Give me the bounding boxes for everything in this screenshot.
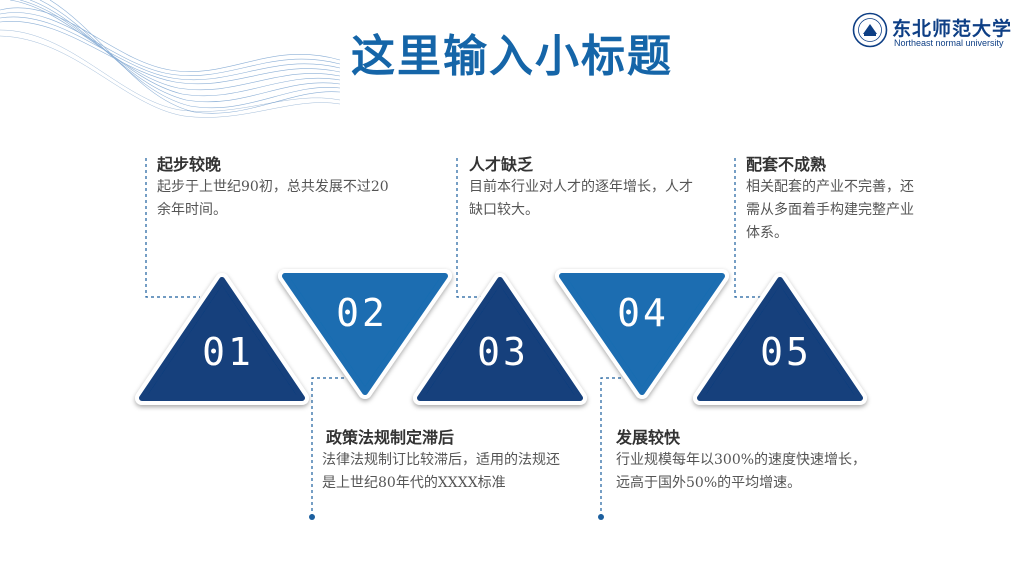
step-05-text: 配套不成熟 相关配套的产业不完善，还需从多面着手构建完整产业体系。 [746, 154, 946, 245]
decorative-wave [0, 0, 341, 118]
step-01-triangle [135, 273, 309, 405]
step-02-description: 法律法规制订比较滞后，适用的法规还是上世纪80年代的XXXX标准 [322, 452, 560, 491]
connector-03 [456, 158, 484, 298]
university-name: 东北师范大学 [892, 18, 1013, 40]
connector-01 [145, 158, 200, 298]
connector-05 [734, 158, 764, 298]
step-05-triangle [693, 273, 867, 405]
step-04-triangle [555, 269, 729, 399]
step-05-number: 05 [760, 330, 812, 374]
step-04-text: 发展较快 行业规模每年以300%的速度快速增长，远高于国外50%的平均增速。 [616, 427, 896, 495]
step-03-text: 人才缺乏 目前本行业对人才的逐年增长，人才缺口较大。 [469, 154, 709, 222]
step-03-number: 03 [477, 330, 529, 374]
step-05-description: 相关配套的产业不完善，还需从多面着手构建完整产业体系。 [746, 179, 914, 241]
step-02-number: 02 [336, 291, 388, 335]
step-02-title: 政策法规制定滞后 [326, 428, 455, 447]
step-01-text: 起步较晚 起步于上世纪90初，总共发展不过20余年时间。 [157, 154, 407, 222]
university-logo: 东北师范大学 Northeast normal university [852, 8, 1022, 48]
step-04-description: 行业规模每年以300%的速度快速增长，远高于国外50%的平均增速。 [616, 452, 867, 491]
university-name-english: Northeast normal university [894, 38, 1004, 48]
connector-dots [309, 514, 604, 520]
step-03-title: 人才缺乏 [469, 155, 534, 174]
page-title: 这里输入小标题 [351, 31, 673, 82]
step-03-triangle [413, 273, 587, 405]
step-05-title: 配套不成熟 [746, 155, 827, 174]
step-03-description: 目前本行业对人才的逐年增长，人才缺口较大。 [469, 179, 693, 218]
step-01-title: 起步较晚 [157, 155, 222, 174]
step-04-title: 发展较快 [616, 428, 681, 447]
step-01-description: 起步于上世纪90初，总共发展不过20余年时间。 [157, 179, 389, 218]
step-04-number: 04 [617, 291, 669, 335]
step-01-number: 01 [202, 330, 254, 374]
step-02-text: 政策法规制定滞后 法律法规制订比较滞后，适用的法规还是上世纪80年代的XXXX标… [322, 427, 572, 495]
step-02-triangle [278, 269, 452, 399]
connector-02 [311, 377, 355, 517]
university-seal-icon [852, 12, 888, 48]
